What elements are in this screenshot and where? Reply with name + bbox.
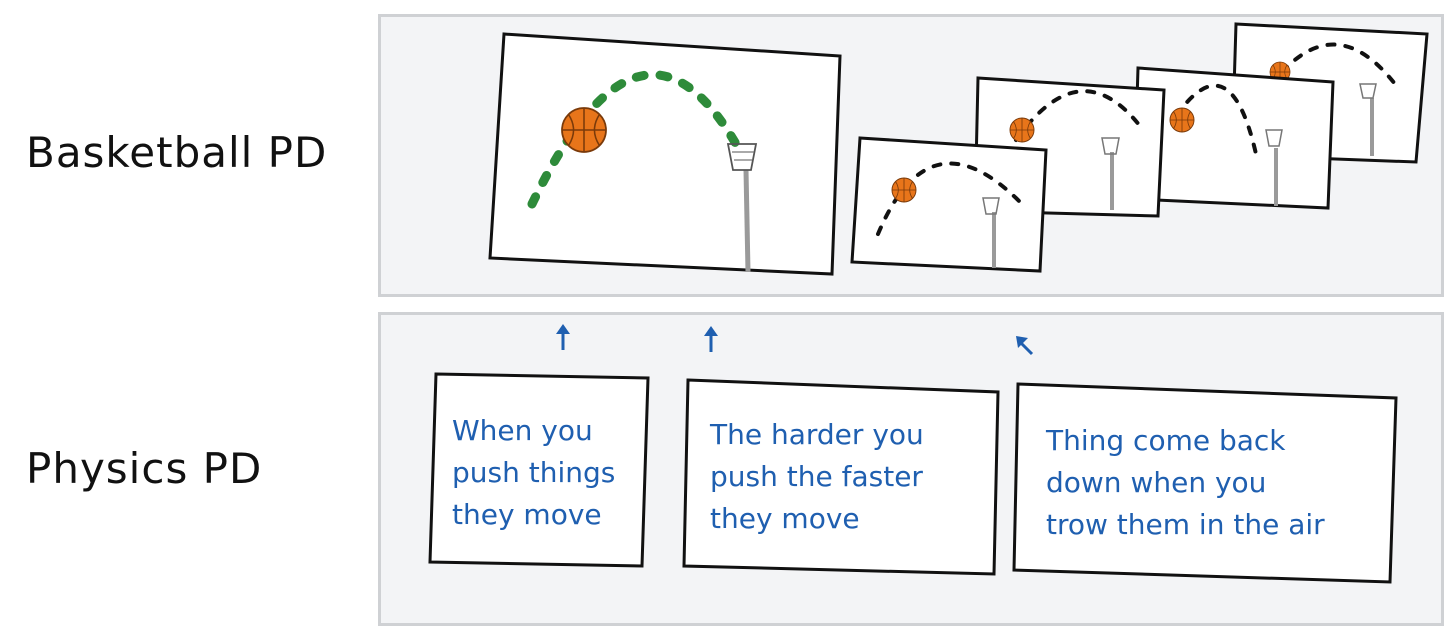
note-card-1-border xyxy=(428,372,650,568)
note-card-2-border xyxy=(682,378,1000,576)
basketball-icon xyxy=(1009,117,1035,143)
basketball-card-large xyxy=(488,32,842,276)
basketball-icon xyxy=(561,107,607,153)
hoop-icon xyxy=(1265,129,1283,206)
note-card-3-text: Thing come back down when you trow them … xyxy=(1046,424,1325,541)
hoop-icon xyxy=(1101,137,1120,210)
note-card-3-border xyxy=(1012,382,1398,584)
note-card-2-text: The harder you push the faster they move xyxy=(710,418,924,535)
hoop-icon xyxy=(982,197,1000,268)
note-card-1-text: When you push things they move xyxy=(452,414,616,531)
arrow-diagonal-icon xyxy=(1016,336,1034,356)
hoop-icon xyxy=(1359,83,1377,156)
basketball-icon xyxy=(1169,107,1195,133)
hoop-icon xyxy=(726,143,758,273)
basketball-pd-label: Basketball PD xyxy=(26,128,328,177)
basketball-card-small-3 xyxy=(1132,66,1335,210)
basketball-icon xyxy=(891,177,917,203)
arrow-up-icon xyxy=(704,326,718,352)
arrow-up-icon xyxy=(556,324,570,350)
physics-pd-label: Physics PD xyxy=(26,444,263,493)
basketball-card-small-1 xyxy=(850,136,1048,273)
